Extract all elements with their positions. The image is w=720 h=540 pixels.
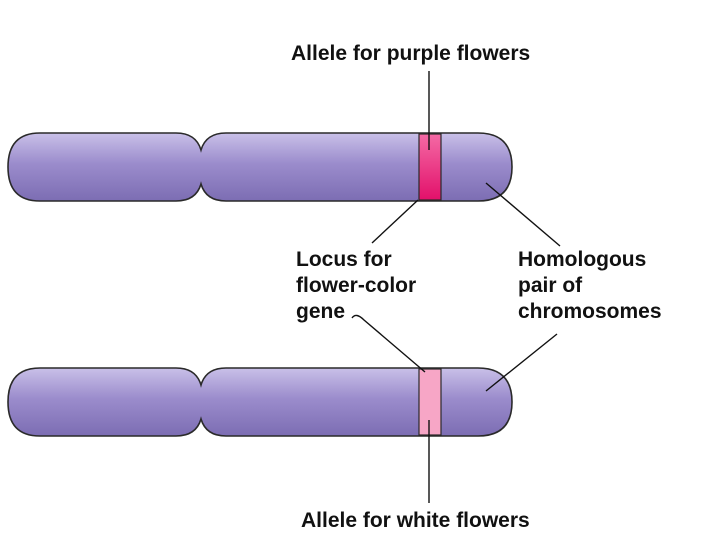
white-allele-band <box>418 368 442 436</box>
leader-homologous-bottom <box>485 333 558 392</box>
chromosome-bottom-body <box>7 367 513 437</box>
label-locus: Locus for flower-color gene <box>296 247 416 325</box>
label-locus-line: flower-color <box>296 274 417 297</box>
label-allele-white: Allele for white flowers <box>301 509 530 532</box>
label-allele-purple: Allele for purple flowers <box>291 42 531 65</box>
purple-allele-band <box>418 133 442 201</box>
label-homologous-line: chromosomes <box>518 300 662 323</box>
leader-locus-top <box>371 199 419 244</box>
leader-homologous-top <box>485 182 561 247</box>
label-homologous-line: pair of <box>518 274 583 297</box>
label-homologous-line: Homologous <box>518 248 647 271</box>
leader-locus-bottom <box>351 314 426 373</box>
chromosome-top <box>7 132 513 202</box>
label-locus-line: Locus for <box>296 248 392 271</box>
chromosome-bottom <box>7 367 513 437</box>
chromosome-top-body <box>7 132 513 202</box>
label-locus-line: gene <box>296 300 346 323</box>
label-homologous: Homologous pair of chromosomes <box>518 247 662 325</box>
